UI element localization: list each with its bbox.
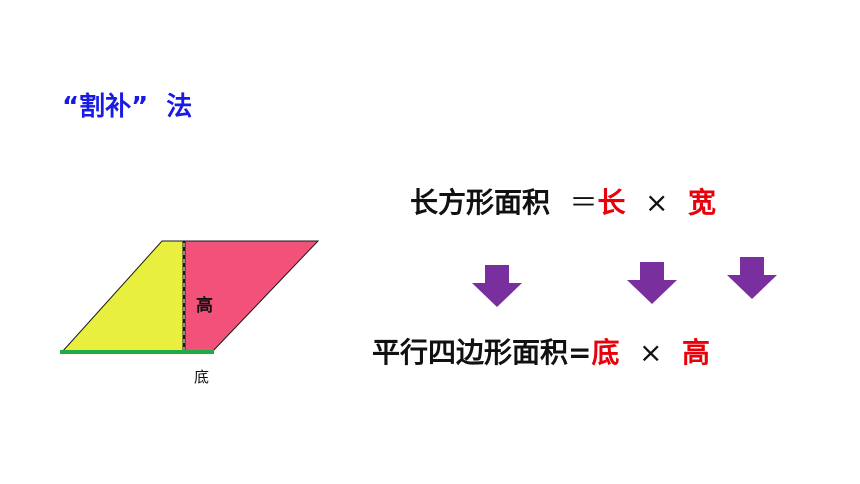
down-arrow-icon: [472, 265, 522, 307]
down-arrow-icon: [627, 262, 677, 304]
times-sign: ×: [645, 186, 669, 219]
parallelogram-area-label: 平行四边形面积=: [372, 336, 592, 369]
length-term: 长: [597, 186, 626, 219]
base-label: 底: [194, 368, 210, 386]
cut-triangle: [60, 240, 185, 353]
width-term: 宽: [688, 186, 717, 219]
times-sign: ×: [638, 336, 663, 369]
height-term: 高: [681, 336, 710, 369]
parallelogram-area-formula: 平行四边形面积=底 × 高: [372, 335, 710, 371]
page-title: “割补” 法: [62, 92, 193, 122]
down-arrow-icon: [727, 257, 777, 299]
rectangle-area-label: 长方形面积: [410, 186, 551, 219]
base-term: 底: [591, 336, 620, 369]
rectangle-area-formula: 长方形面积 ＝长 × 宽: [410, 185, 716, 221]
equals-sign: ＝: [569, 186, 598, 219]
height-label: 高: [196, 296, 213, 316]
